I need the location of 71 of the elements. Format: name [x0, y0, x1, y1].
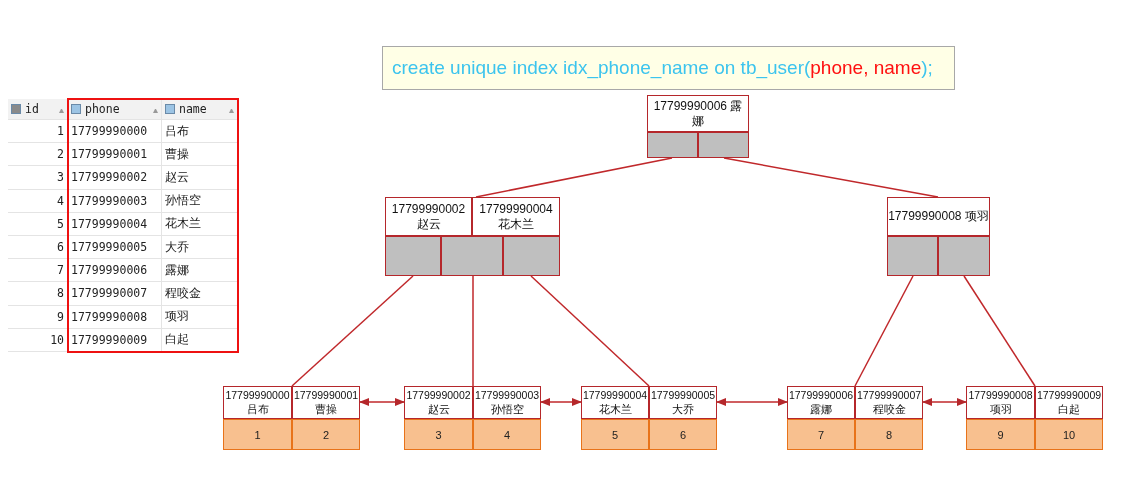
- table-cell: 吕布: [165, 123, 189, 139]
- table-cell: 程咬金: [165, 286, 201, 301]
- code-panel: [382, 46, 955, 90]
- row-id-cell: 1: [223, 419, 292, 450]
- key-cell: 17799990004 花木兰: [581, 386, 649, 419]
- table-cell: 大乔: [165, 239, 189, 255]
- table-cell: 赵云: [165, 170, 189, 185]
- double-arrow: [922, 398, 967, 406]
- table-cell: 花木兰: [165, 216, 201, 232]
- row-id-cell: 4: [473, 419, 541, 450]
- table-cell: 露娜: [165, 262, 189, 278]
- table-cell: 1: [57, 124, 64, 139]
- key-cell: 17799990001 曹操: [292, 386, 360, 419]
- table-cell: 4: [57, 193, 64, 208]
- key-cell: 17799990000 吕布: [223, 386, 292, 419]
- table-cell: 17799990008: [71, 309, 148, 324]
- table-cell: 3: [57, 170, 64, 185]
- table-cell: 17799990005: [71, 240, 148, 255]
- row-id-cell: 7: [787, 419, 855, 450]
- sql-statement: create unique index idx_phone_name on tb_user(phone, name);: [392, 57, 933, 79]
- table-cell: 17799990007: [71, 286, 148, 301]
- double-arrow: [540, 398, 582, 406]
- key-cell: 17799990006 露娜: [647, 95, 749, 132]
- index-node: [647, 95, 749, 158]
- leaf-node: [404, 386, 541, 450]
- index-node: [385, 197, 560, 276]
- table-cell: 6: [57, 240, 64, 255]
- row-id-cell: 6: [649, 419, 717, 450]
- key-cell: 17799990007 程咬金: [855, 386, 923, 419]
- key-cell: 17799990004 花木兰: [472, 197, 560, 236]
- index-node: [887, 197, 990, 276]
- table-cell: 17799990004: [71, 216, 148, 231]
- table-cell: 9: [57, 309, 64, 324]
- table-cell: 17799990003: [71, 193, 148, 208]
- key-cell: 17799990003 孙悟空: [473, 386, 541, 419]
- table-cell: 17799990000: [71, 124, 148, 139]
- key-cell: 17799990005 大乔: [649, 386, 717, 419]
- table-cell: 曹操: [165, 146, 189, 162]
- table-cell: 5: [57, 216, 64, 231]
- row-id-cell: 5: [581, 419, 649, 450]
- key-cell: 17799990009 白起: [1035, 386, 1103, 419]
- row-id-cell: 8: [855, 419, 923, 450]
- key-cell: 17799990006 露娜: [787, 386, 855, 419]
- double-arrow: [359, 398, 405, 406]
- column-header: name: [179, 102, 207, 116]
- key-cell: 17799990002 赵云: [385, 197, 472, 236]
- table-cell: 10: [50, 332, 64, 347]
- row-id-cell: 2: [292, 419, 360, 450]
- column-header: phone: [85, 102, 120, 116]
- table-cell: 项羽: [165, 309, 189, 325]
- key-cell: 17799990008 项羽: [887, 197, 990, 236]
- row-id-cell: 9: [966, 419, 1035, 450]
- row-id-cell: 10: [1035, 419, 1103, 450]
- leaf-node: [966, 386, 1103, 450]
- key-cell: 17799990002 赵云: [404, 386, 473, 419]
- table-cell: 孙悟空: [165, 193, 201, 209]
- table-cell: 17799990009: [71, 332, 148, 347]
- leaf-node: [787, 386, 923, 450]
- leaf-node: [581, 386, 717, 450]
- column-header: id: [25, 102, 39, 116]
- table-cell: 17799990002: [71, 170, 148, 185]
- key-cell: 17799990008 项羽: [966, 386, 1035, 419]
- table-cell: 白起: [165, 332, 189, 348]
- table-cell: 17799990001: [71, 147, 148, 162]
- row-id-cell: 3: [404, 419, 473, 450]
- table-cell: 8: [57, 286, 64, 301]
- table-cell: 17799990006: [71, 263, 148, 278]
- double-arrow: [716, 398, 788, 406]
- table-cell: 2: [57, 147, 64, 162]
- leaf-node: [223, 386, 360, 450]
- table-cell: 7: [57, 263, 64, 278]
